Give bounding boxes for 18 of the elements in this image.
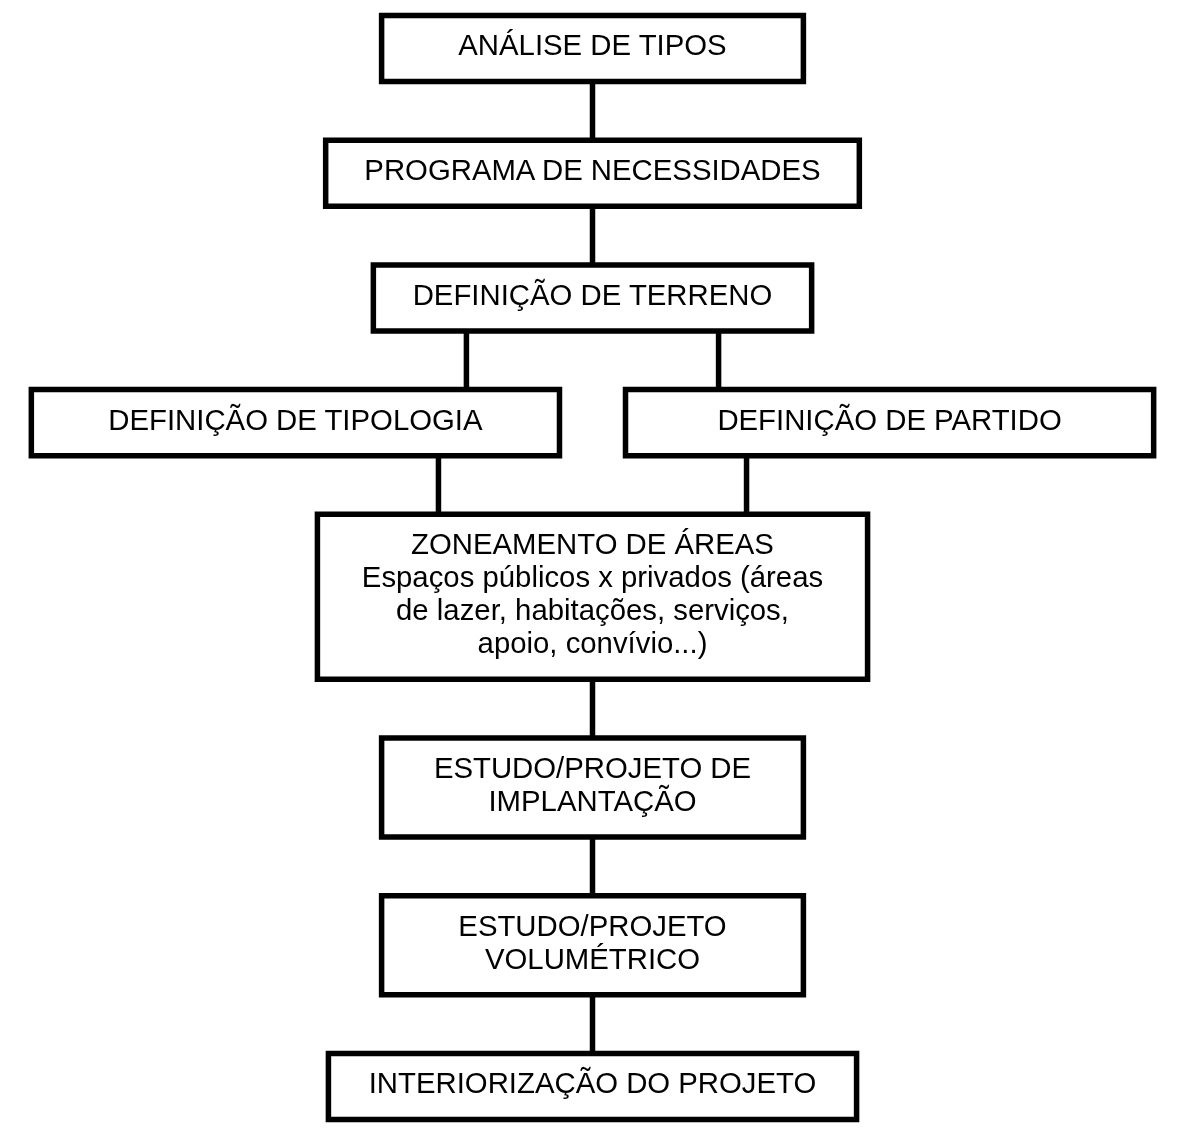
node-box: DEFINIÇÃO DE PARTIDO bbox=[622, 386, 1156, 459]
connector bbox=[743, 456, 749, 515]
node-box: PROGRAMA DE NECESSIDADES bbox=[322, 137, 862, 209]
node-box: ZONEAMENTO DE ÁREAS Espaços públicos x privados (áreas de lazer, habitações, serviços, apoio, convívio...) bbox=[314, 511, 870, 683]
connector bbox=[589, 206, 595, 265]
connector bbox=[589, 81, 595, 140]
node-box: DEFINIÇÃO DE TIPOLOGIA bbox=[28, 386, 562, 459]
node-box: INTERIORIZAÇÃO DO PROJETO bbox=[325, 1050, 859, 1123]
node-box: ESTUDO/PROJETO VOLUMÉTRICO bbox=[378, 893, 806, 998]
connector bbox=[715, 331, 721, 390]
node-box: ESTUDO/PROJETO DE IMPLANTAÇÃO bbox=[378, 735, 806, 840]
connector bbox=[589, 679, 595, 738]
connector bbox=[435, 456, 441, 515]
node-box: DEFINIÇÃO DE TERRENO bbox=[370, 262, 814, 334]
connector bbox=[589, 837, 595, 896]
node-box: ANÁLISE DE TIPOS bbox=[378, 12, 806, 85]
connector bbox=[463, 331, 469, 390]
connector bbox=[589, 995, 595, 1053]
